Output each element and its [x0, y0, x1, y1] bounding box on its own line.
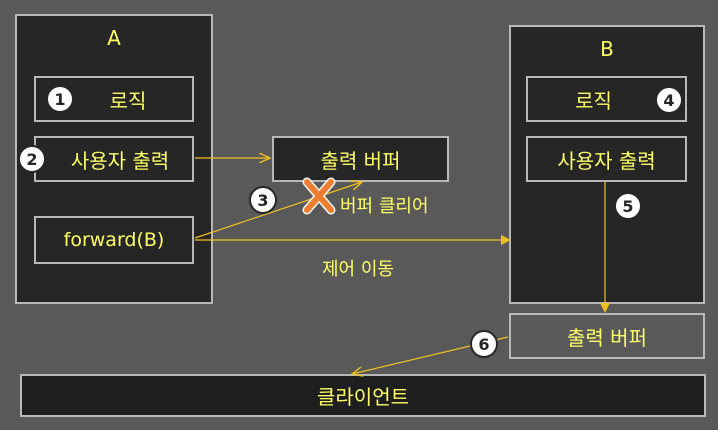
panel-b-logic-box: 로직 [526, 76, 687, 122]
note-control-transfer: 제어 이동 [322, 259, 394, 280]
panel-b-user-output-box: 사용자 출력 [526, 136, 687, 182]
step-5-badge: 5 [614, 192, 642, 220]
output-buffer-a: 출력 버퍼 [272, 136, 449, 182]
panel-b-label: B [600, 37, 614, 61]
step-3-badge: 3 [249, 186, 277, 214]
panel-a-forward-label: forward(B) [63, 229, 165, 251]
step-6-badge: 6 [470, 330, 498, 358]
client-label: 클라이언트 [317, 385, 409, 409]
note-buffer-clear: 버퍼 클리어 [340, 196, 429, 217]
panel-a-user-output-label: 사용자 출력 [70, 148, 170, 173]
step-4-badge: 4 [655, 86, 683, 114]
panel-a-logic-label: 로직 [109, 88, 147, 113]
step-2-badge: 2 [18, 145, 46, 173]
output-buffer-b-label: 출력 버퍼 [567, 325, 647, 350]
panel-a-label: A [107, 26, 121, 50]
arrow-forward-to-buffer-clear [194, 182, 362, 239]
step-1-badge: 1 [46, 85, 74, 113]
panel-a-forward-box: forward(B) [34, 216, 194, 264]
output-buffer-b: 출력 버퍼 [509, 313, 705, 359]
output-buffer-a-label: 출력 버퍼 [320, 148, 401, 173]
panel-b-logic-label: 로직 [575, 88, 612, 113]
panel-b-user-output-label: 사용자 출력 [557, 148, 656, 173]
cross-icon [302, 177, 336, 215]
